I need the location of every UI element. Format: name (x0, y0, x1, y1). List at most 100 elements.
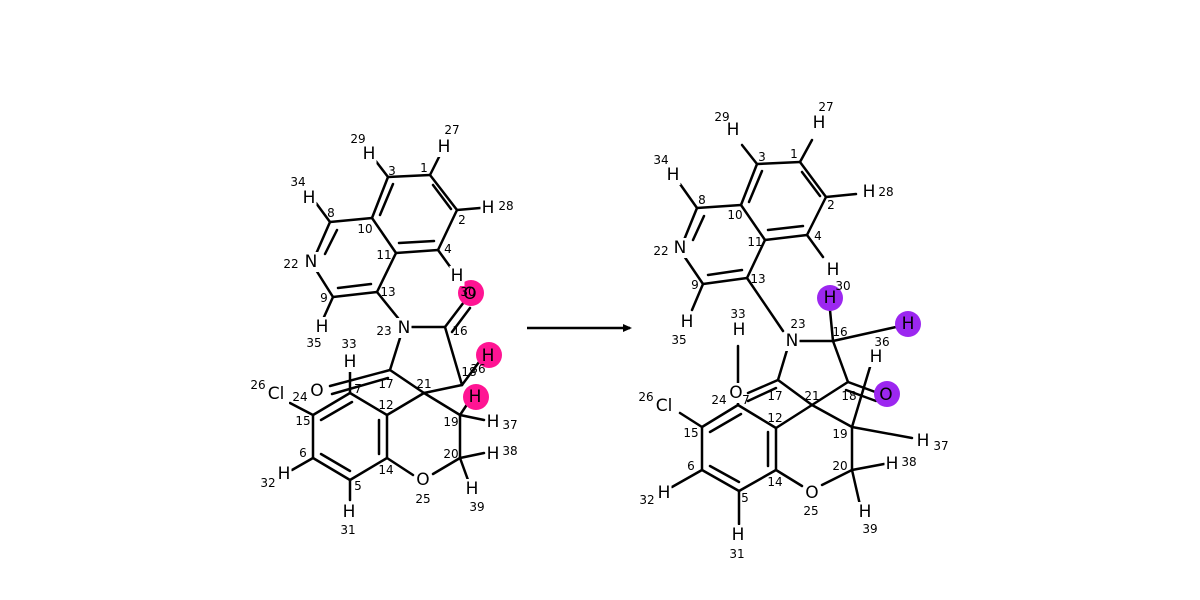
reactant-h-r-label: H (469, 387, 482, 407)
product-h37-label-bg (915, 431, 931, 451)
product-c9-index: 9 (691, 278, 699, 292)
reactant-h30-label: H (451, 266, 464, 286)
product-h27-label: H (813, 113, 826, 133)
reactant-h27-label-bg (436, 137, 452, 157)
product-c12-index: 12 (767, 411, 782, 425)
product-h31-label: H (732, 525, 745, 545)
reactant-h38-label: H (487, 444, 500, 464)
product-c14-index: 14 (767, 475, 782, 489)
product-c10-index: 10 (727, 208, 742, 222)
reactant-h34-label: H (303, 188, 316, 208)
product-h30-label: H (824, 288, 837, 308)
product-h35-label: H (681, 312, 694, 332)
product-h32-label: H (658, 483, 671, 503)
reactant-h27-label: H (438, 137, 451, 157)
product-n22-index: 22 (653, 244, 668, 258)
reactant-h33-label: H (344, 352, 357, 372)
product-h32-label-bg (656, 483, 672, 503)
product-cl26-label: Cl (656, 396, 673, 416)
reactant-h29-label: H (363, 144, 376, 164)
product-c6-index: 6 (687, 459, 695, 473)
reactant-n22-label: N (305, 252, 318, 272)
reactant-c13-index: 13 (380, 285, 395, 299)
product-h32-index: 32 (639, 493, 654, 507)
reactant-h37-label-bg (485, 412, 501, 432)
reactant-highlight-h (463, 384, 489, 410)
reactant-h28-label-bg (480, 198, 496, 218)
product-h38-label: H (886, 454, 899, 474)
product-c4-index: 4 (814, 229, 822, 243)
reactant-h28-index: 28 (498, 199, 513, 213)
reactant-c12-index: 12 (378, 398, 393, 412)
reactant-h30-label-bg (449, 266, 465, 286)
reactant-h39-label-bg (464, 479, 480, 499)
reactant-o25-label: O (416, 470, 429, 490)
reactant-h35-label-bg (314, 317, 330, 337)
reactant-c17-index: 17 (378, 377, 393, 391)
product-h35-index: 35 (671, 333, 686, 347)
reactant-n22-index: 22 (283, 257, 298, 271)
product-c21-index: 21 (804, 389, 819, 403)
product-n23-index: 23 (790, 317, 805, 331)
reactant-o25-label-bg (415, 470, 431, 490)
reactant-h36-label: H (482, 346, 495, 366)
product-o7-label: O (729, 383, 742, 403)
reactant-h29-index: 29 (350, 132, 365, 146)
reactant-h32-label-bg (276, 464, 292, 484)
product-c17-index: 17 (767, 389, 782, 403)
reactant-c3-index: 3 (388, 164, 396, 178)
product-c16-index: 16 (832, 325, 847, 339)
reactant-n22-label-bg (303, 252, 319, 272)
reactant-c8-index: 8 (327, 206, 335, 220)
product-c15-index: 15 (683, 426, 698, 440)
product-h28-index: 28 (878, 185, 893, 199)
product-cl26-index: 26 (638, 390, 653, 404)
reactant-h27-index: 27 (444, 123, 459, 137)
product-o25-label: O (805, 483, 818, 503)
product-o25-index: 25 (803, 504, 818, 518)
product-h39-label: H (859, 502, 872, 522)
product-h27-index: 27 (818, 100, 833, 114)
product-h34-index: 34 (653, 153, 668, 167)
product-h37-label: H (917, 431, 930, 451)
reactant-c14-index: 14 (378, 463, 393, 477)
product-o-p-label: O (879, 385, 892, 405)
product-h38-label-bg (884, 454, 900, 474)
product-h33-index: 33 (730, 307, 745, 321)
product-h37-index: 37 (933, 439, 948, 453)
product-h39-label-bg (857, 502, 873, 522)
reactant-o7-label-bg (309, 381, 325, 401)
reactant-o7-index: 7 (354, 382, 362, 396)
product-h28-label: H (863, 182, 876, 202)
reactant-c18-index: 18 (461, 365, 476, 379)
reactant-h34-index: 34 (290, 175, 305, 189)
reactant-bonds (288, 153, 486, 502)
product-h34-label: H (667, 165, 680, 185)
product-h33-label: H (733, 320, 746, 340)
product-h31-index: 31 (729, 547, 744, 561)
product-c5-index: 5 (741, 491, 749, 505)
product-c13-index: 13 (750, 272, 765, 286)
product-highlights (817, 285, 921, 407)
product-c24-index: 24 (711, 393, 726, 407)
product-h27-label-bg (811, 113, 827, 133)
product-h-s-label-bg (868, 347, 884, 367)
product-h31-label-bg (730, 525, 746, 545)
reactant-h39-label: H (466, 479, 479, 499)
product-n23-label: N (786, 331, 799, 351)
product-h29-label: H (727, 120, 740, 140)
product-h36-index: 36 (874, 335, 889, 349)
product-c20-index: 20 (832, 459, 847, 473)
product-c11-index: 11 (747, 235, 762, 249)
product-h29-label-bg (725, 120, 741, 140)
product-h39-index: 39 (862, 522, 877, 536)
product-h28-label-bg (861, 182, 877, 202)
reactant-h29-label-bg (361, 144, 377, 164)
product-cl26-label-bg (651, 396, 677, 416)
